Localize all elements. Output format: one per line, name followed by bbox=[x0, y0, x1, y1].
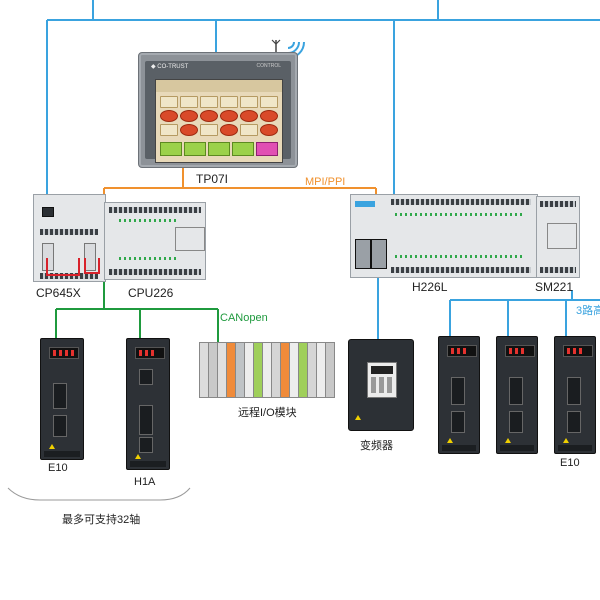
e10-left-label: E10 bbox=[48, 462, 68, 474]
servo-drive-right-1 bbox=[438, 336, 480, 454]
hmi-screen bbox=[155, 79, 283, 163]
mpi-label: MPI/PPI bbox=[305, 176, 346, 188]
inverter-device bbox=[348, 339, 414, 431]
servo-drive-e10-left bbox=[40, 338, 84, 460]
red-patch-cable-1 bbox=[46, 258, 80, 276]
hmi-screen-header bbox=[156, 80, 282, 92]
warning-icon bbox=[135, 454, 141, 459]
sm221-module bbox=[536, 196, 580, 278]
hmi-brand-logo: ◆ CO-TRUST bbox=[151, 64, 189, 70]
warning-icon bbox=[49, 444, 55, 449]
axes-brace bbox=[7, 487, 191, 501]
cpu226-module bbox=[104, 202, 206, 280]
wifi-arc-1 bbox=[287, 41, 295, 49]
axes-count-label: 3路高 bbox=[576, 305, 600, 317]
remote-io-label: 远程I/O模块 bbox=[238, 407, 297, 419]
cp645x-module bbox=[33, 194, 106, 282]
servo-drive-h1a bbox=[126, 338, 170, 470]
servo-drive-right-2 bbox=[496, 336, 538, 454]
hmi-model-plate: CONTROL bbox=[256, 63, 281, 69]
e10-right-label: E10 bbox=[560, 457, 580, 469]
ethernet-port bbox=[42, 207, 54, 217]
warning-icon bbox=[505, 438, 511, 443]
hmi-touch-panel: ◆ CO-TRUST CONTROL bbox=[138, 52, 298, 168]
cpu226-label: CPU226 bbox=[128, 286, 174, 300]
h226l-label: H226L bbox=[412, 280, 448, 294]
sm221-label: SM221 bbox=[535, 280, 574, 294]
inverter-keypad bbox=[367, 362, 397, 398]
hmi-green-buttons bbox=[160, 142, 278, 156]
warning-icon bbox=[447, 438, 453, 443]
inverter-label: 变频器 bbox=[360, 440, 393, 452]
servo-drive-right-3 bbox=[554, 336, 596, 454]
red-patch-cable-2 bbox=[84, 258, 100, 274]
warning-icon bbox=[355, 415, 361, 420]
remote-io-module bbox=[199, 342, 335, 398]
max-axes-label: 最多可支持32轴 bbox=[62, 514, 141, 526]
cp645x-label: CP645X bbox=[36, 286, 81, 300]
warning-icon bbox=[563, 438, 569, 443]
hmi-button-grid bbox=[160, 96, 278, 136]
antenna-tip bbox=[271, 39, 281, 45]
h226l-module bbox=[350, 194, 538, 278]
canopen-label: CANopen bbox=[220, 312, 268, 324]
h1a-label: H1A bbox=[134, 476, 156, 488]
hmi-label: TP07I bbox=[196, 172, 229, 186]
